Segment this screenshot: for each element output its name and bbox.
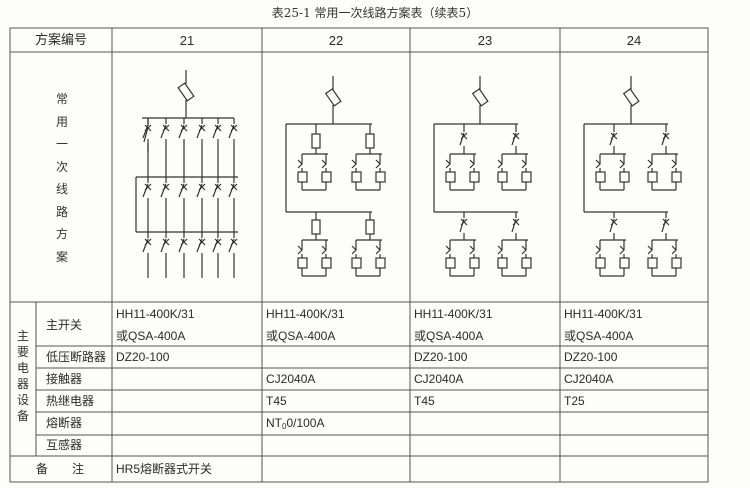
circuit-diagram-21 [135,70,238,278]
s24-main-switch-2: 或QSA-400A [564,329,634,343]
scheme-24-number: 24 [626,33,642,48]
scheme-number-label: 方案编号 [34,33,87,48]
s21-lv-breaker: DZ20-100 [116,350,170,364]
scheme-22-number: 22 [328,33,344,48]
s21-main-switch-2: 或QSA-400A [116,329,186,343]
row-label-fuse: 熔断器 [46,416,83,430]
s23-contactor: CJ2040A [414,372,464,386]
row-label-lv-breaker: 低压断路器 [46,350,107,364]
diagram-row-label: 常 用 一 次 线 路 方 案 [55,92,68,264]
row-label-thermal-relay: 热继电器 [46,394,95,408]
scheme-23-number: 23 [477,33,493,48]
circuit-diagram-22 [285,76,386,277]
equipment-group-label: 主 要 电 器 设 备 [16,329,29,423]
scheme-21-number: 21 [179,33,195,48]
s23-main-switch-2: 或QSA-400A [414,329,484,343]
s23-lv-breaker: DZ20-100 [414,350,468,364]
s24-lv-breaker: DZ20-100 [564,350,618,364]
s21-main-switch-1: HH11-400K/31 [116,307,195,321]
s23-thermal-relay: T45 [414,394,435,408]
s21-remark: HR5熔断器式开关 [116,462,213,476]
row-label-main-switch: 主开关 [46,318,83,332]
circuit-diagram-24 [583,76,682,277]
s22-fuse: NT00/100A [266,416,325,431]
table-title: 表25-1 常用一次线路方案表（续表5） [271,6,479,20]
s24-contactor: CJ2040A [564,372,614,386]
remarks-label: 备 注 [36,462,85,476]
s24-main-switch-1: HH11-400K/31 [564,307,643,321]
s22-thermal-relay: T45 [266,394,287,408]
s22-main-switch-1: HH11-400K/31 [266,307,345,321]
s23-main-switch-1: HH11-400K/31 [414,307,493,321]
row-label-transformer: 互感器 [46,438,83,452]
s22-contactor: CJ2040A [266,372,316,386]
s22-main-switch-2: 或QSA-400A [266,329,336,343]
row-label-contactor: 接触器 [46,372,83,386]
circuit-diagram-23 [433,76,532,277]
s24-thermal-relay: T25 [564,394,585,408]
